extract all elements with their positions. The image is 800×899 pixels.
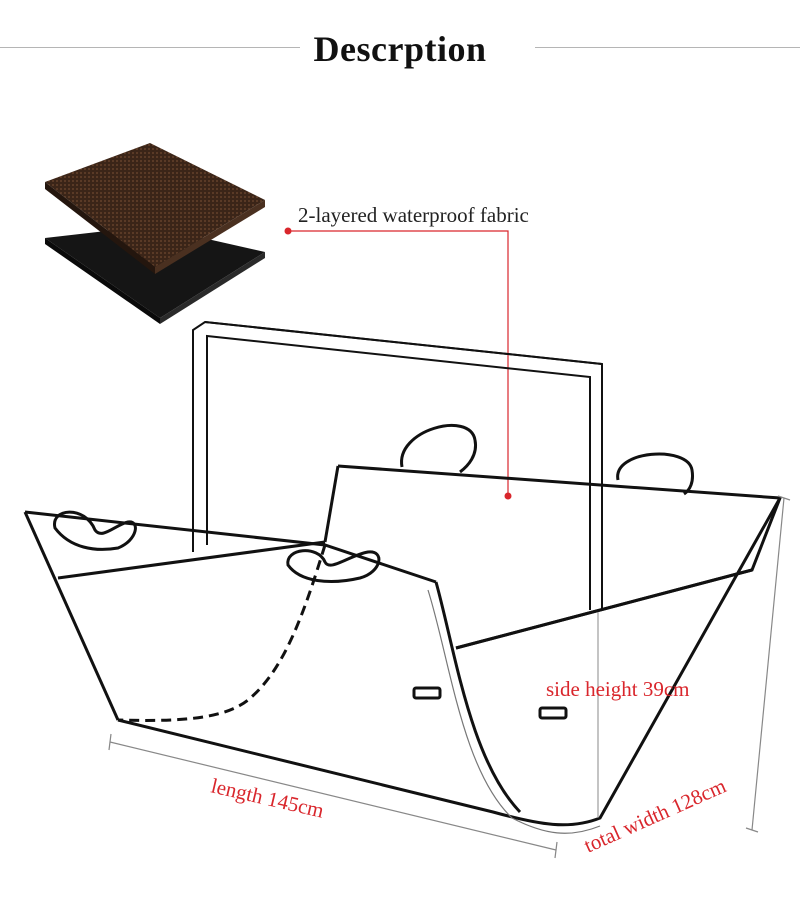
- length-dimension: [108, 733, 558, 859]
- side-height-tick-bottom: [745, 827, 759, 833]
- fabric-top-layer-front: [155, 200, 265, 274]
- belt-slot-left: [412, 686, 442, 700]
- back-panel-seam: [455, 568, 753, 650]
- backrest-frame: [192, 320, 603, 610]
- back-handle-right: [616, 452, 694, 496]
- length-tick-right: [554, 841, 558, 859]
- fabric-top-layer-side: [45, 182, 155, 274]
- seat-bottom: [117, 497, 782, 827]
- side-height-label: side height 39cm: [546, 677, 689, 701]
- fabric-leader-line: [288, 230, 509, 496]
- length-label: length 145cm: [209, 773, 326, 822]
- seat-inner-edge: [427, 589, 601, 834]
- left-flap-outer: [23, 511, 120, 721]
- backrest-frame-outer: [192, 320, 603, 610]
- side-height-tick-top: [777, 495, 791, 501]
- fabric-label: 2-layered waterproof fabric: [298, 203, 529, 227]
- front-handles: [53, 510, 381, 583]
- back-handles: [400, 424, 694, 496]
- fabric-swatch: [45, 143, 265, 324]
- belt-slots: [412, 686, 568, 720]
- page-title: Descrption: [313, 29, 487, 69]
- length-tick-left: [108, 733, 112, 751]
- front-handle-middle: [286, 549, 381, 583]
- backrest-frame-top: [204, 321, 603, 365]
- fabric-bottom-layer-side: [45, 238, 160, 324]
- side-height-dimension: [745, 495, 791, 833]
- front-handle-left: [53, 510, 137, 551]
- back-handle-left: [400, 424, 478, 474]
- backrest-frame-inner: [206, 334, 591, 610]
- fabric-leader: [284, 227, 512, 500]
- fabric-bottom-layer-front: [160, 252, 265, 324]
- seat-front-curve: [434, 581, 522, 814]
- fabric-leader-dot-end: [504, 492, 512, 500]
- title-rule-left: [0, 47, 300, 48]
- side-height-line: [751, 497, 785, 831]
- belt-slot-right: [538, 706, 568, 720]
- fabric-top-layer: [45, 143, 265, 267]
- hammock-body: [23, 464, 783, 827]
- back-panel-left-edge: [323, 465, 340, 543]
- left-flap-seam: [57, 540, 326, 580]
- title-rule-right: [535, 47, 800, 48]
- length-line: [109, 741, 557, 851]
- seat-fold-dashed: [117, 544, 327, 722]
